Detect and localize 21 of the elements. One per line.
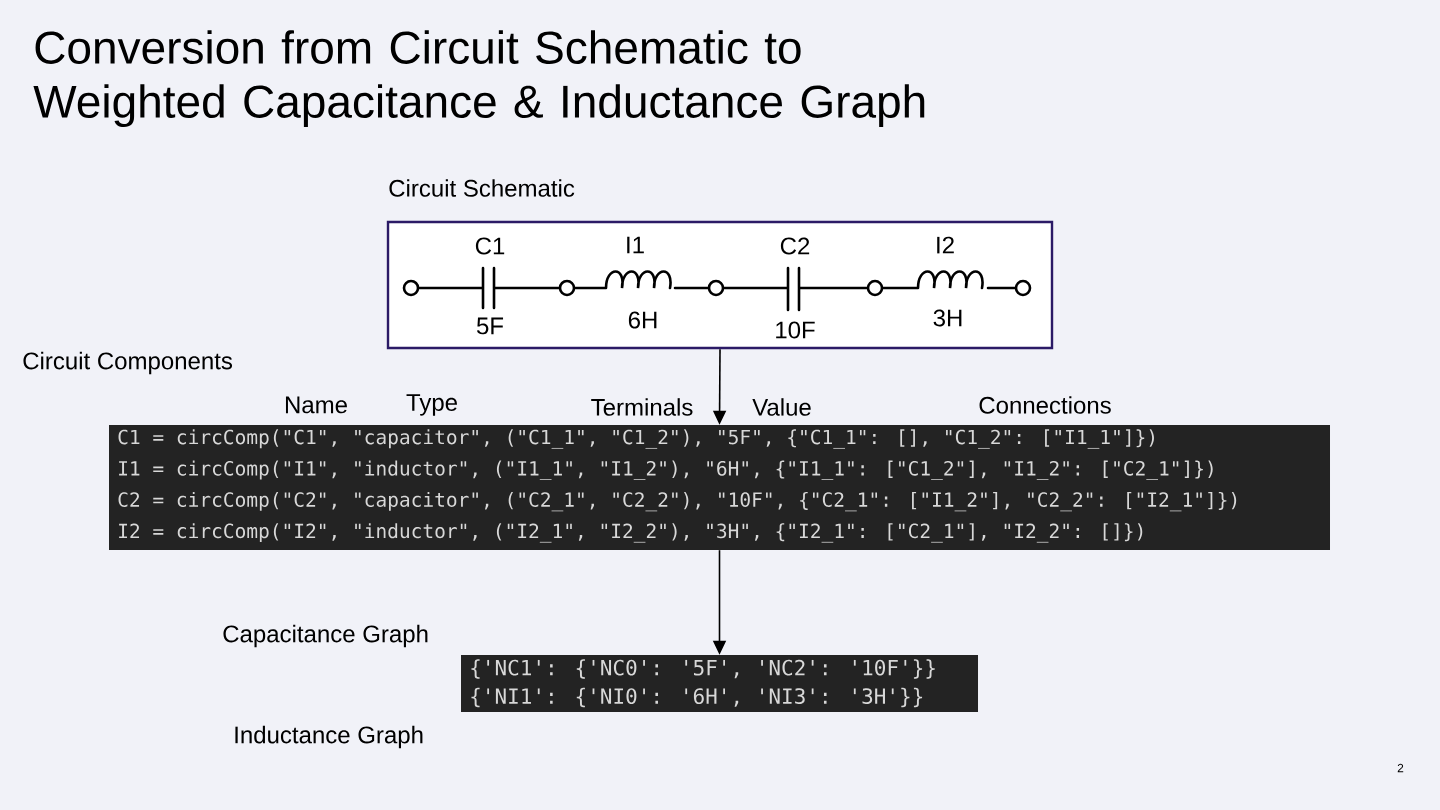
column-header: Terminals: [591, 398, 693, 416]
heading: Inductance Graph: [235, 725, 423, 749]
column-header: Type: [406, 394, 457, 416]
column-header: Name: [286, 396, 347, 414]
component-label: I2: [937, 236, 954, 254]
component-label: 5F: [476, 317, 504, 335]
component-label: 10F: [776, 321, 815, 339]
column-header: Connections: [979, 396, 1111, 414]
component-label: I1: [627, 236, 644, 254]
page-number: 2: [1397, 763, 1404, 773]
component-label: 3H: [933, 309, 962, 327]
column-header: Value: [752, 398, 811, 416]
component-label: C2: [780, 237, 810, 255]
component-label: 6H: [628, 311, 657, 329]
component-label: C1: [475, 237, 505, 255]
heading: Capacitance Graph: [223, 624, 428, 648]
heading: Circuit Components: [23, 351, 233, 375]
heading: Circuit Schematic: [389, 179, 575, 197]
code-box: {'NC1': {'NC0': '5F', 'NC2': '10F'}} {'NI1': {'NI0': '6H', 'NI3': '3H'}}: [461, 655, 978, 712]
title: Conversion from Circuit Schematic to Weighted Capacitance & Inductance Graph: [33, 30, 925, 128]
code-box: C1 = circComp("C1", "capacitor", ("C1_1", "C1_2"), "5F", {"C1_1": [], "C1_2": ["I1_1"]}) I1 = circComp("I1", "inductor", ("I1_1", "I1_2"), "6H", {"I1_1": ["C1_2"], "I1_2": ["C2_1"]}) C2 = circComp("C2", "capacitor", ("C2_1", "C2_2"), "10F", {"C2_1": ["I1_2"], "C2_2": ["I2_1"]}) I2 = circComp("I2", "inductor", ("I2_1", "I2_2"), "3H", {"I2_1": ["C2_1"], "I2_2": []}): [109, 425, 1330, 550]
